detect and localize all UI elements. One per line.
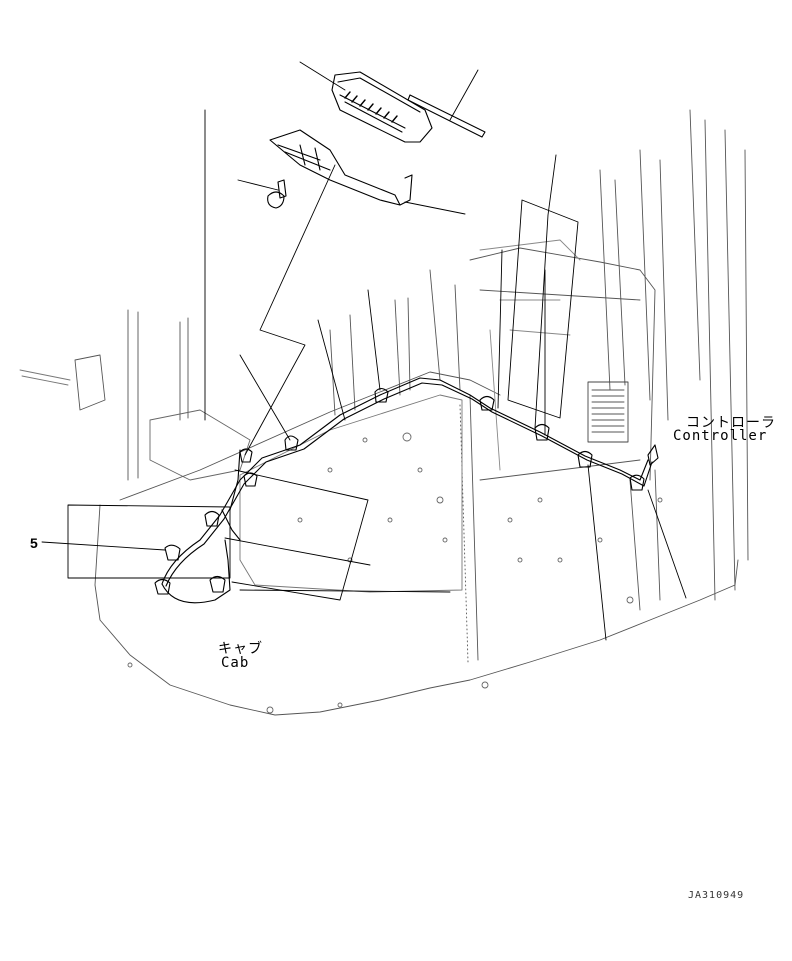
cab-label-en: Cab	[221, 655, 250, 671]
harness-clamps	[154, 387, 645, 595]
cab-label-jp: キャブ	[218, 641, 263, 657]
controller-label-jp: コントローラ	[686, 415, 776, 431]
leader-lines	[41, 61, 687, 641]
wire-harness	[161, 377, 659, 604]
controller-label-en: Controller	[673, 428, 768, 444]
detail-panels	[67, 109, 579, 601]
drawing-number: JA310949	[688, 890, 745, 901]
callout-5: 5	[30, 535, 38, 551]
cab-floor	[19, 109, 749, 716]
monitor-assembly	[267, 71, 486, 209]
